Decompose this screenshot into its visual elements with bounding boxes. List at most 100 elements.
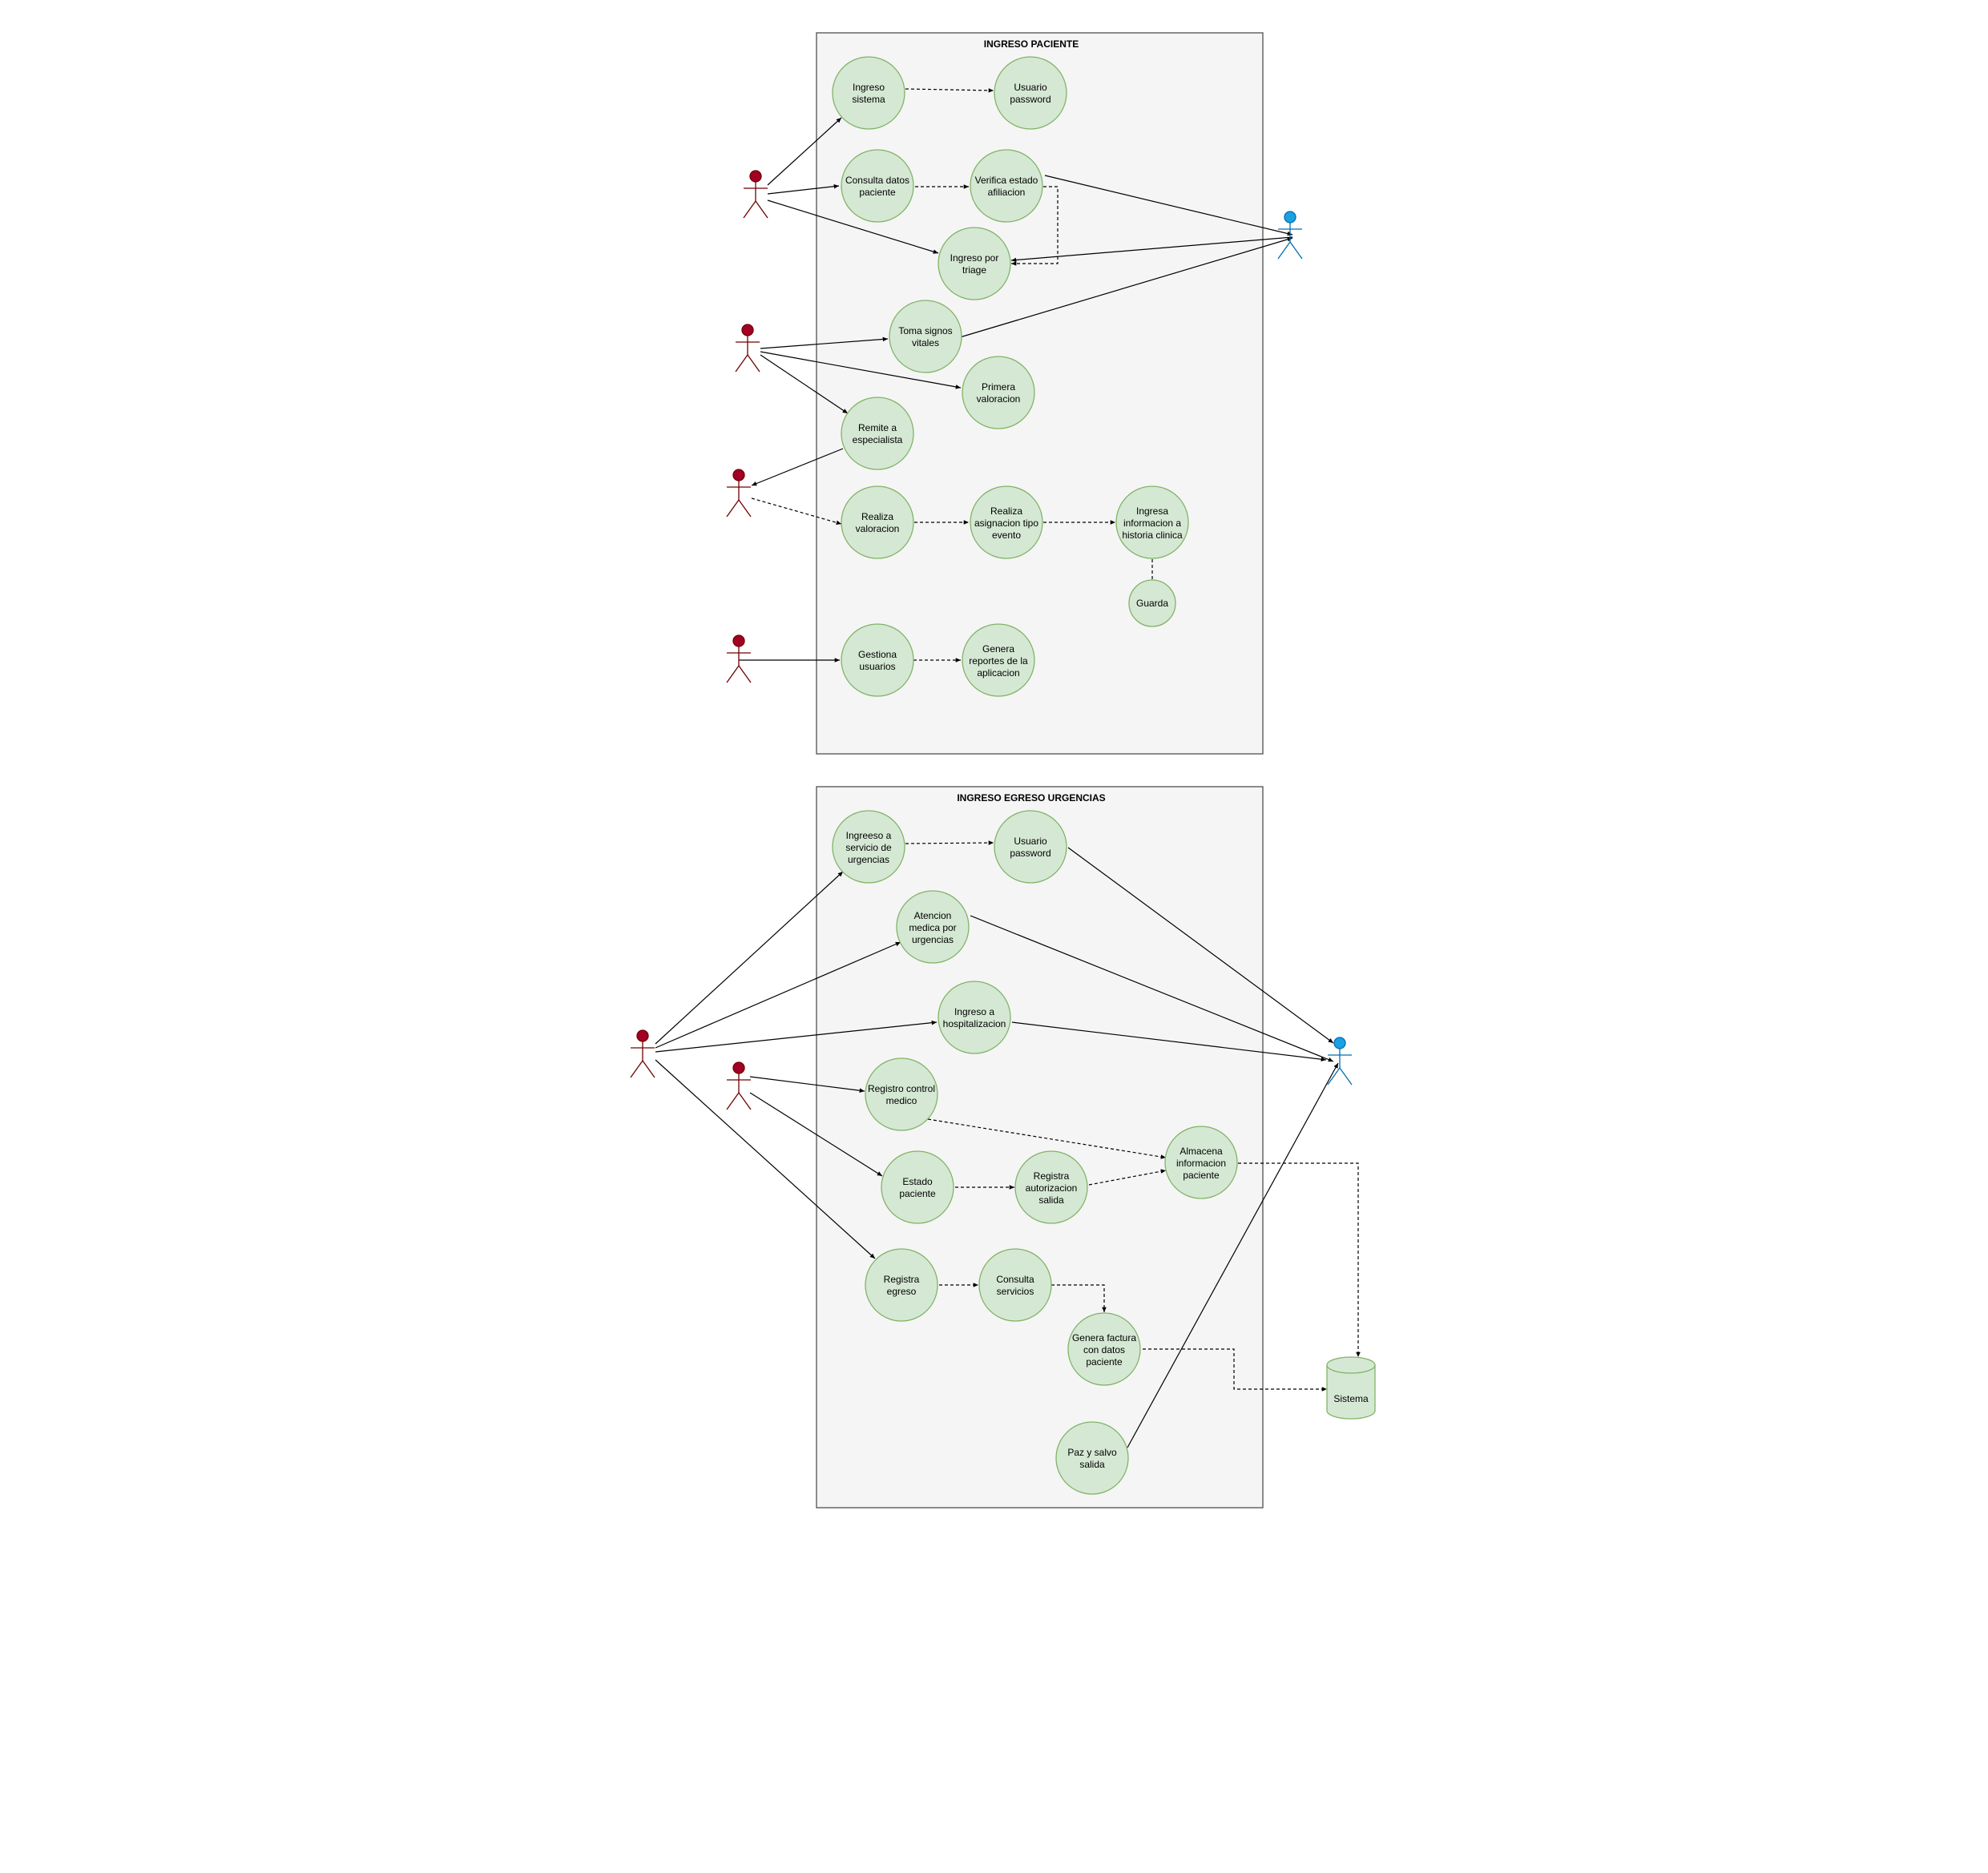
edge[interactable] [655,871,844,1045]
edge-dashed[interactable] [905,840,994,845]
edge[interactable] [767,199,939,254]
actor[interactable] [735,324,760,373]
actor-leg [738,1092,752,1110]
actor-leg [743,200,756,219]
actor[interactable] [630,1029,655,1078]
actor-head [732,1061,745,1074]
usecase[interactable]: Guarda [1128,579,1176,627]
edge-dashed[interactable] [927,1118,1167,1159]
database-cylinder[interactable]: Sistema [1326,1356,1376,1420]
edges [739,88,1293,663]
actor[interactable] [1277,211,1303,260]
svg-text:Guarda: Guarda [1136,598,1168,609]
edge[interactable] [1127,1062,1339,1448]
actor[interactable] [726,469,752,518]
edge[interactable] [959,237,1293,338]
edge-dashed[interactable] [751,497,842,525]
actor[interactable] [743,170,768,219]
edge[interactable] [767,117,842,186]
edge-dashed[interactable] [1051,1284,1107,1312]
edge[interactable] [655,1020,938,1053]
edge[interactable] [1011,1021,1327,1062]
edge[interactable] [751,448,844,486]
actor-leg [726,499,740,518]
actor-leg [738,665,752,683]
edge-dashed[interactable] [1011,186,1059,266]
edge-dashed[interactable] [1143,1348,1327,1392]
actor-head [636,1029,649,1042]
edge[interactable] [749,1092,883,1177]
actor-leg [726,1092,740,1110]
edge-dashed[interactable] [905,88,994,93]
edge[interactable] [767,183,840,195]
edge[interactable] [1044,175,1293,236]
actor-head [741,324,754,336]
edge[interactable] [749,1076,865,1093]
diagram-ingreso-egreso-urgencias: INGRESO EGRESO URGENCIAS [630,786,1376,1508]
actor[interactable] [726,634,752,683]
edge[interactable] [655,1059,876,1259]
edge[interactable] [970,915,1334,1062]
actor[interactable] [726,1061,752,1110]
edge[interactable] [1067,847,1334,1044]
edge[interactable] [760,336,889,349]
edge[interactable] [1010,236,1293,263]
actor-leg [630,1060,643,1078]
actor[interactable] [1327,1037,1353,1086]
edge[interactable] [655,941,901,1049]
edge-dashed[interactable] [1088,1169,1167,1186]
edge-dashed[interactable] [1238,1162,1361,1357]
edge[interactable] [760,351,962,389]
actor-leg [747,354,760,373]
database-label: Sistema [1333,1393,1369,1404]
actor-leg [1339,1067,1353,1086]
actor-leg [755,200,768,219]
edge[interactable] [760,354,849,414]
actor-head [749,170,762,183]
actor-leg [1289,241,1303,260]
system-title: INGRESO PACIENTE [984,38,1079,50]
